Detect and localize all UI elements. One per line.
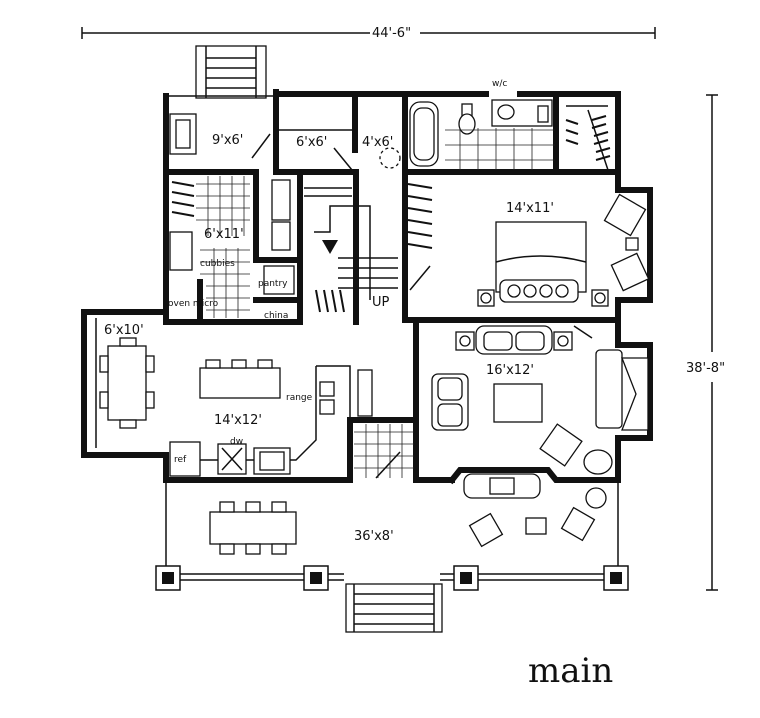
signature: main [528,651,613,691]
width-dimension-label: 44'-6" [372,26,411,41]
ref-label: ref [174,455,187,465]
stair-up-label: UP [372,295,390,310]
back-stoop [195,45,267,99]
closet-6x6-label: 6'x6' [296,135,327,150]
porch-label: 36'x8' [354,529,394,544]
depth-dimension-label: 38'-8" [686,361,725,376]
depth-dimension: 38'-8" [686,94,725,591]
bedroom: 14'x11' [407,183,650,307]
dw-label: dw [230,437,243,447]
closet-4x6-label: 4'x6' [362,135,393,150]
walls [81,89,653,570]
mudroom-label: 9'x6' [212,133,243,148]
living-label: 16'x12' [486,363,534,378]
porch-columns [155,565,629,591]
oven-micro-label: oven micro [168,299,219,309]
mudroom: 9'x6' [169,113,271,159]
bathroom: w/c [409,79,611,171]
stair: UP [304,187,398,313]
laundry-label: 6'x11' [204,227,244,242]
living-room: 16'x12' [431,325,649,499]
breakfast-nook: 6'x10' [99,323,155,429]
signature-text: main [528,651,613,691]
kitchen-label: 14'x12' [214,413,262,428]
laundry: 6'x11' cubbies pantry oven micro china [168,176,295,321]
width-dimension: 44'-6" [81,26,656,41]
bedroom-label: 14'x11' [506,201,554,216]
kitchen: 14'x12' range dw ref [169,359,414,479]
breakfast-label: 6'x10' [104,323,144,338]
porch: 36'x8' [155,487,629,633]
closets: 6'x6' 4'x6' [296,135,401,171]
pantry-label: pantry [258,279,288,289]
china-label: china [264,311,288,321]
range-label: range [286,393,313,403]
wc-label: w/c [492,79,507,89]
cubbies-label: cubbies [200,259,235,269]
